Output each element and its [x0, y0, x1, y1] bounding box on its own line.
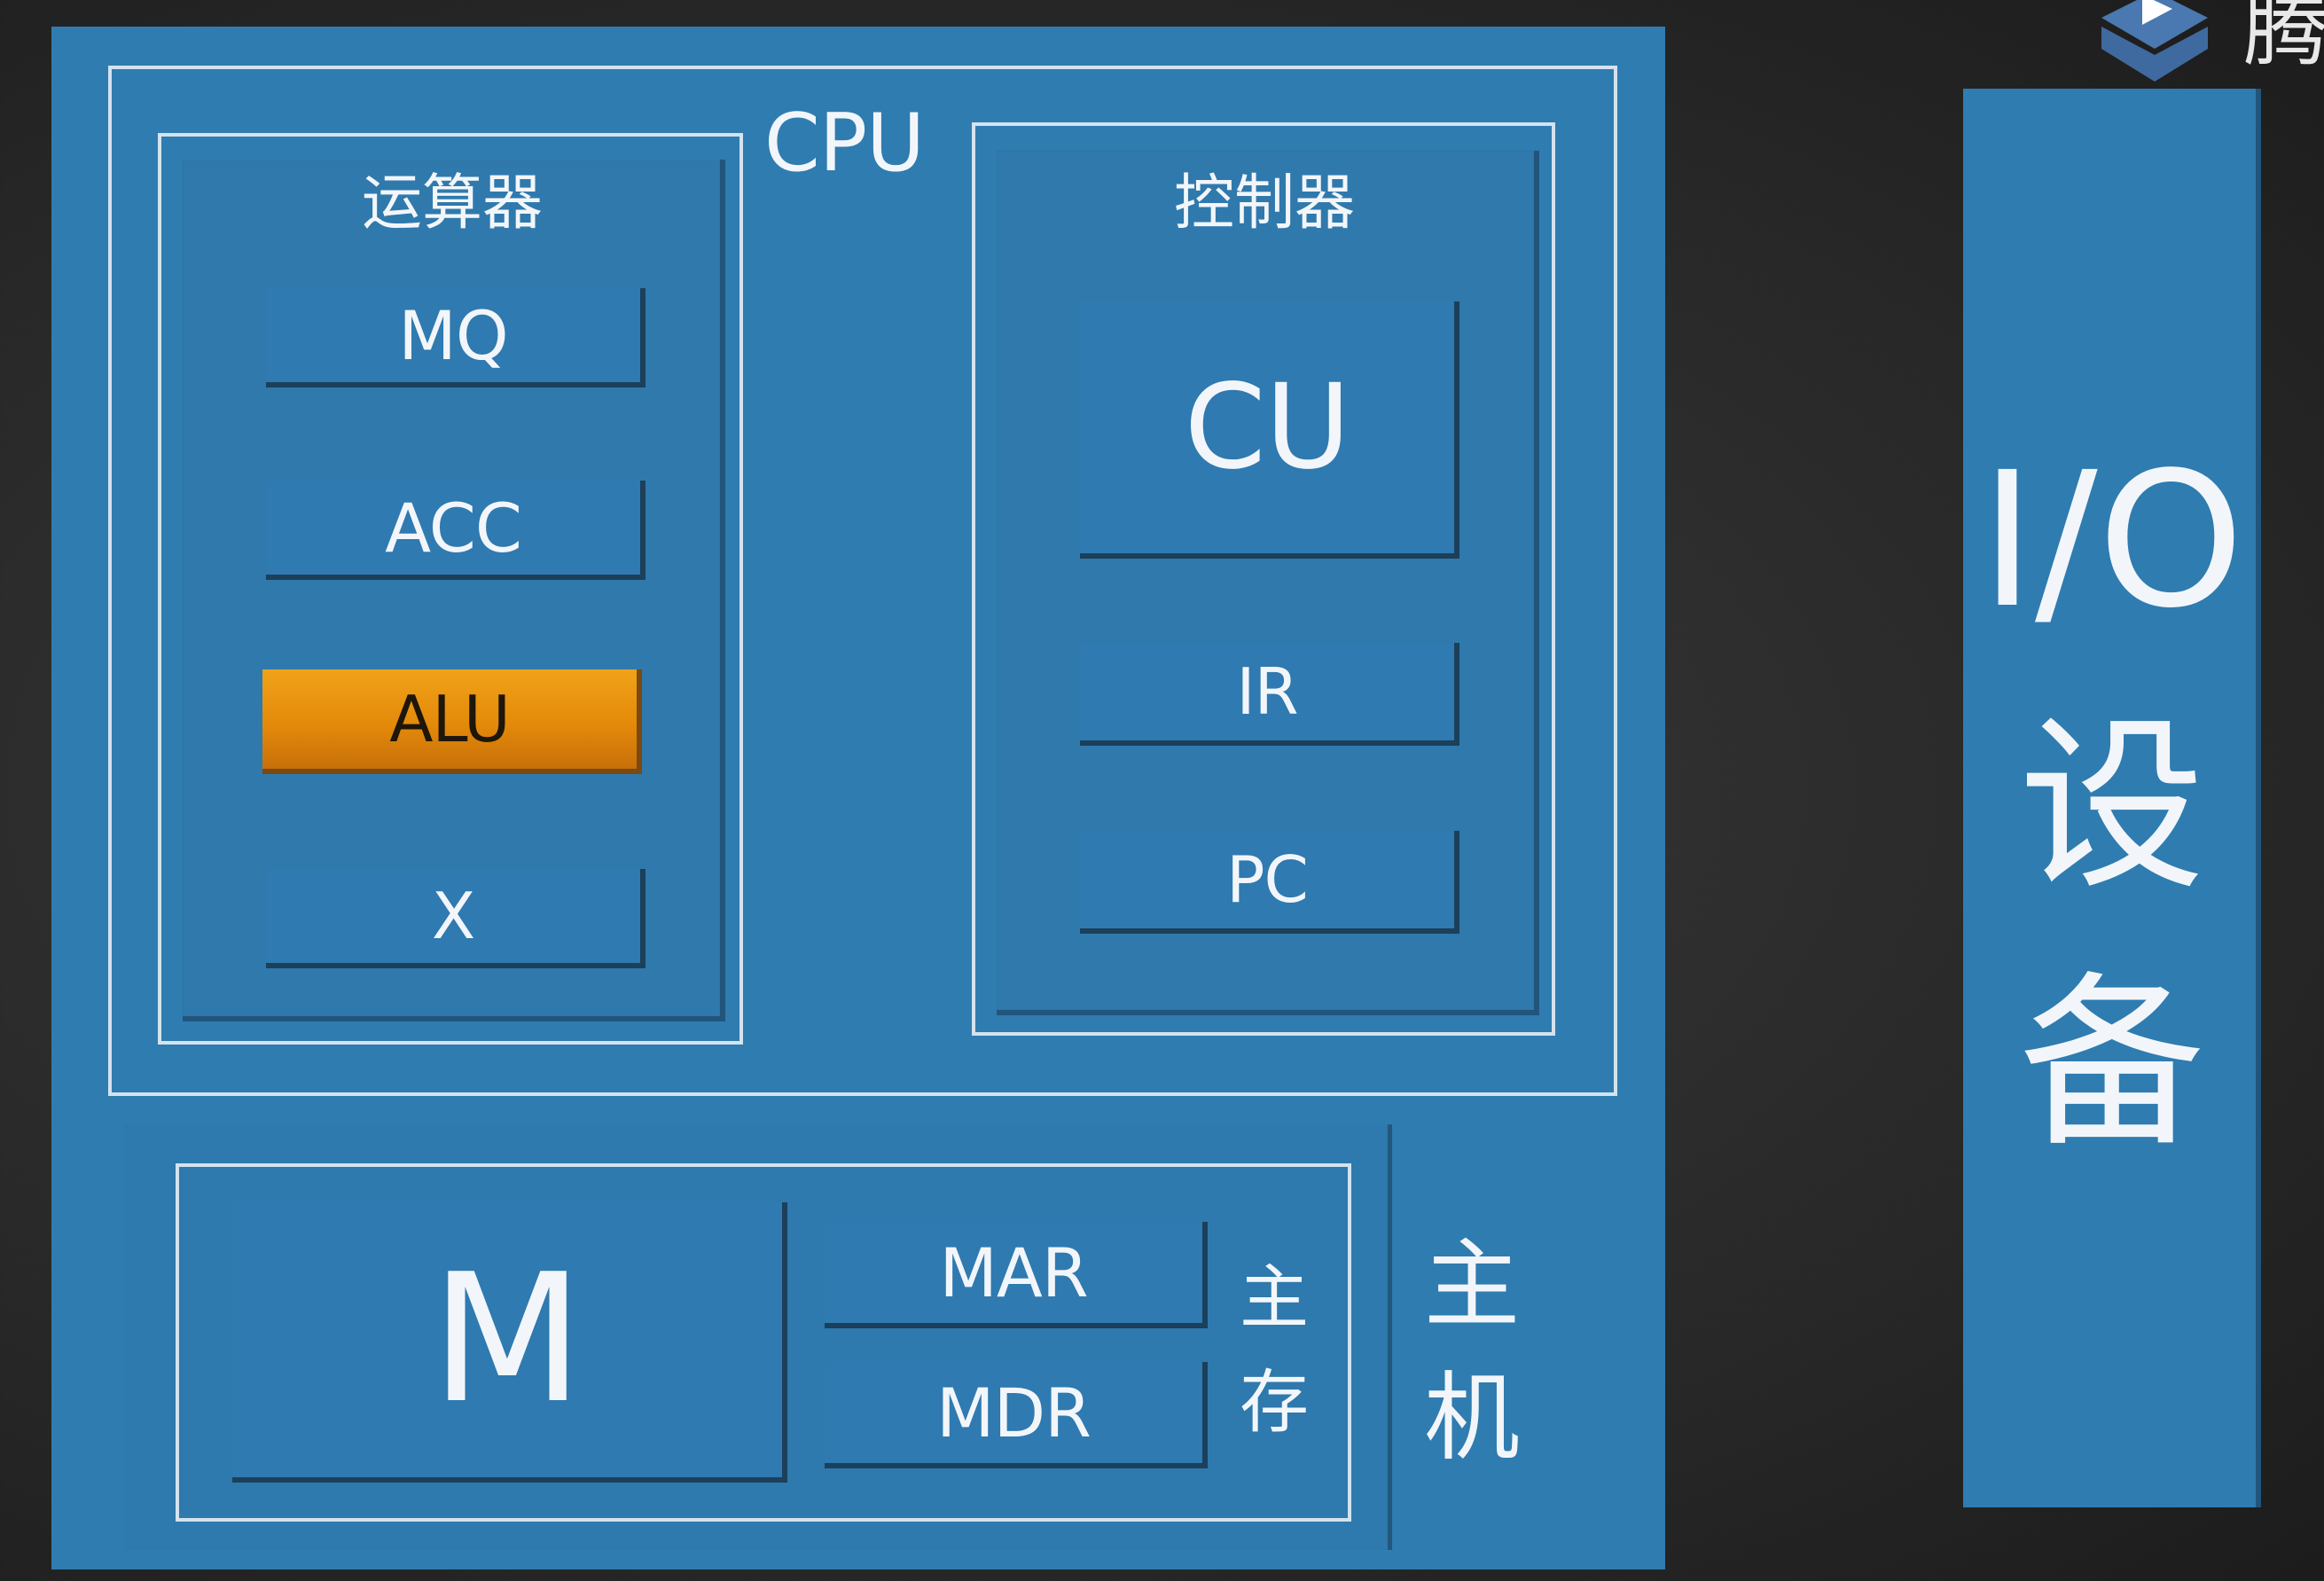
register-cu: CU: [1080, 301, 1459, 559]
register-mq-label: MQ: [398, 295, 508, 375]
register-mar: MAR: [825, 1222, 1208, 1328]
watermark-logo: [2084, 0, 2226, 89]
register-mar-label: MAR: [939, 1233, 1088, 1312]
io-label: I/O: [1980, 432, 2244, 649]
io-device-panel: [1963, 89, 2261, 1507]
alu-label: ALU: [389, 682, 510, 756]
memory-m: M: [232, 1202, 787, 1483]
register-pc-label: PC: [1226, 842, 1309, 917]
memory-m-label: M: [430, 1236, 584, 1443]
register-mdr-label: MDR: [936, 1373, 1092, 1452]
register-cu-label: CU: [1184, 359, 1351, 496]
register-x: X: [266, 869, 646, 968]
register-ir-label: IR: [1236, 654, 1298, 729]
control-unit-title: 控制器: [1173, 168, 1355, 239]
io-char-1: 设: [2018, 698, 2205, 915]
control-unit-outline: [972, 122, 1555, 1036]
memory-title: 主 存: [1234, 1246, 1314, 1455]
cpu-outline: [108, 66, 1617, 1096]
memory-outline: [176, 1163, 1351, 1522]
alu-block: ALU: [262, 669, 642, 774]
register-acc-label: ACC: [385, 488, 522, 567]
register-mq: MQ: [266, 288, 646, 387]
alu-unit-outline: [158, 133, 743, 1045]
cpu-title: CPU: [764, 97, 925, 190]
io-char-2: 备: [2018, 955, 2205, 1172]
watermark-text: 腾: [2243, 0, 2324, 78]
memory-title-char-2: 存: [1239, 1363, 1309, 1443]
host-title: 主 机: [1419, 1219, 1525, 1485]
host-title-char-2: 机: [1423, 1363, 1520, 1474]
register-mdr: MDR: [825, 1362, 1208, 1468]
register-acc: ACC: [266, 481, 646, 580]
alu-unit-title: 运算器: [361, 168, 543, 239]
register-ir: IR: [1080, 643, 1459, 746]
register-pc: PC: [1080, 831, 1459, 934]
host-title-char-1: 主: [1423, 1230, 1520, 1341]
io-chars: 设 备: [1963, 678, 2261, 1193]
memory-title-char-1: 主: [1239, 1258, 1309, 1338]
register-x-label: X: [431, 879, 475, 953]
play-logo-icon: [2101, 0, 2208, 82]
